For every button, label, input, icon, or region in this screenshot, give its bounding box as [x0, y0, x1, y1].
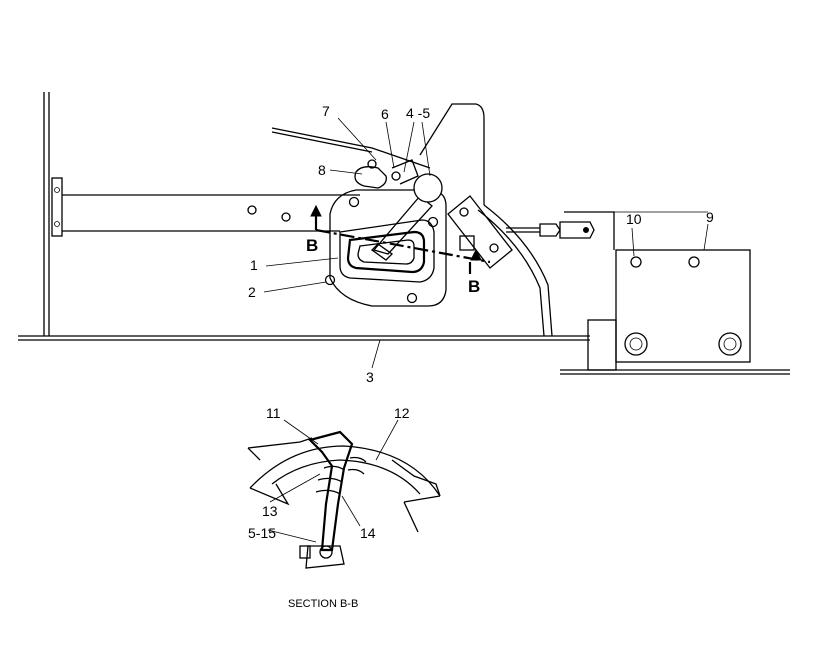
- callout-9: 9: [706, 209, 714, 225]
- governor-box: [564, 211, 751, 371]
- shift-lever: [370, 173, 443, 261]
- main-assembly-view: [18, 92, 790, 375]
- selector-housing: [324, 189, 447, 307]
- callout-labels: 1 2 3 4 -5 6 7 8 9 10 11 12 13 14 5-15: [248, 103, 714, 541]
- callout-4-5: 4 -5: [406, 105, 430, 121]
- callout-6: 6: [381, 106, 389, 122]
- section-cut-line: [310, 204, 491, 274]
- section-marks: B B: [306, 236, 480, 296]
- callout-7: 7: [322, 103, 330, 119]
- callout-13: 13: [262, 503, 278, 519]
- callout-5-15: 5-15: [248, 525, 276, 541]
- callout-11: 11: [266, 405, 281, 421]
- callout-3: 3: [366, 369, 374, 385]
- section-caption: SECTION B-B: [288, 598, 358, 610]
- top-cable: [271, 127, 431, 189]
- section-mark-b-right: B: [468, 277, 480, 296]
- base-plate: [18, 335, 790, 375]
- callout-2: 2: [248, 284, 256, 300]
- callout-10: 10: [626, 211, 642, 227]
- left-frame: [43, 92, 63, 336]
- callout-8: 8: [318, 162, 326, 178]
- leader-lines: [263, 117, 709, 369]
- support-arm: [62, 194, 360, 232]
- cable-rod: [506, 221, 595, 239]
- callout-14: 14: [360, 525, 376, 541]
- callout-12: 12: [394, 405, 410, 421]
- bracket-plate: [419, 103, 553, 337]
- section-bb-view: [247, 419, 441, 569]
- section-mark-b-left: B: [306, 236, 318, 255]
- callout-1: 1: [250, 257, 258, 273]
